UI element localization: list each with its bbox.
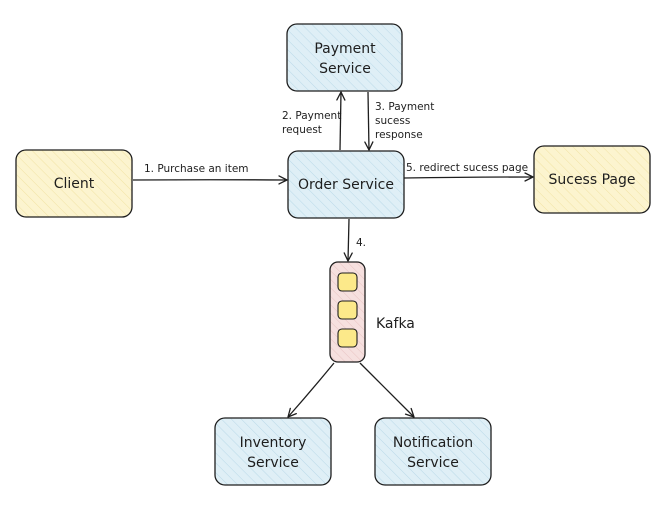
edge-label-redirect: 5. redirect sucess page — [406, 162, 528, 174]
edge-to-kafka — [343, 218, 353, 262]
node-kafka-label: Kafka — [376, 316, 415, 332]
kafka-partition-1 — [337, 272, 358, 292]
edge-label-payment-response-3: response — [375, 129, 423, 141]
node-inventory-service-label-1: Inventory — [240, 435, 307, 451]
node-notification-service-label-2: Service — [407, 455, 459, 471]
node-kafka: Kafka — [329, 261, 415, 363]
edge-label-payment-response-2: sucess — [375, 115, 410, 127]
edge-label-payment-response-1: 3. Payment — [375, 101, 434, 113]
edge-kafka-to-inventory — [287, 362, 335, 418]
node-order-service-label: Order Service — [298, 177, 394, 193]
edge-payment-response — [364, 91, 374, 151]
edge-label-purchase: 1. Purchase an item — [144, 163, 249, 175]
node-inventory-service: Inventory Service — [214, 417, 332, 486]
node-success-page-label: Sucess Page — [548, 172, 635, 188]
node-notification-service: Notification Service — [374, 417, 492, 486]
node-client: Client — [15, 149, 133, 218]
node-payment-service-label-2: Service — [319, 61, 371, 77]
node-payment-service-label-1: Payment — [314, 41, 376, 57]
edge-label-payment-request-2: request — [282, 124, 322, 136]
edge-label-payment-request-1: 2. Payment — [282, 110, 341, 122]
edge-kafka-to-notification — [359, 362, 415, 418]
node-success-page: Sucess Page — [533, 145, 651, 214]
edge-redirect — [403, 172, 534, 182]
node-client-label: Client — [54, 176, 95, 192]
node-payment-service: Payment Service — [286, 23, 403, 92]
kafka-partition-3 — [337, 328, 358, 348]
node-inventory-service-label-2: Service — [247, 455, 299, 471]
node-order-service: Order Service — [287, 150, 405, 219]
kafka-partition-2 — [337, 300, 358, 320]
node-notification-service-label-1: Notification — [393, 435, 473, 451]
edge-payment-request — [336, 91, 346, 151]
edge-label-to-kafka: 4. — [356, 237, 366, 249]
